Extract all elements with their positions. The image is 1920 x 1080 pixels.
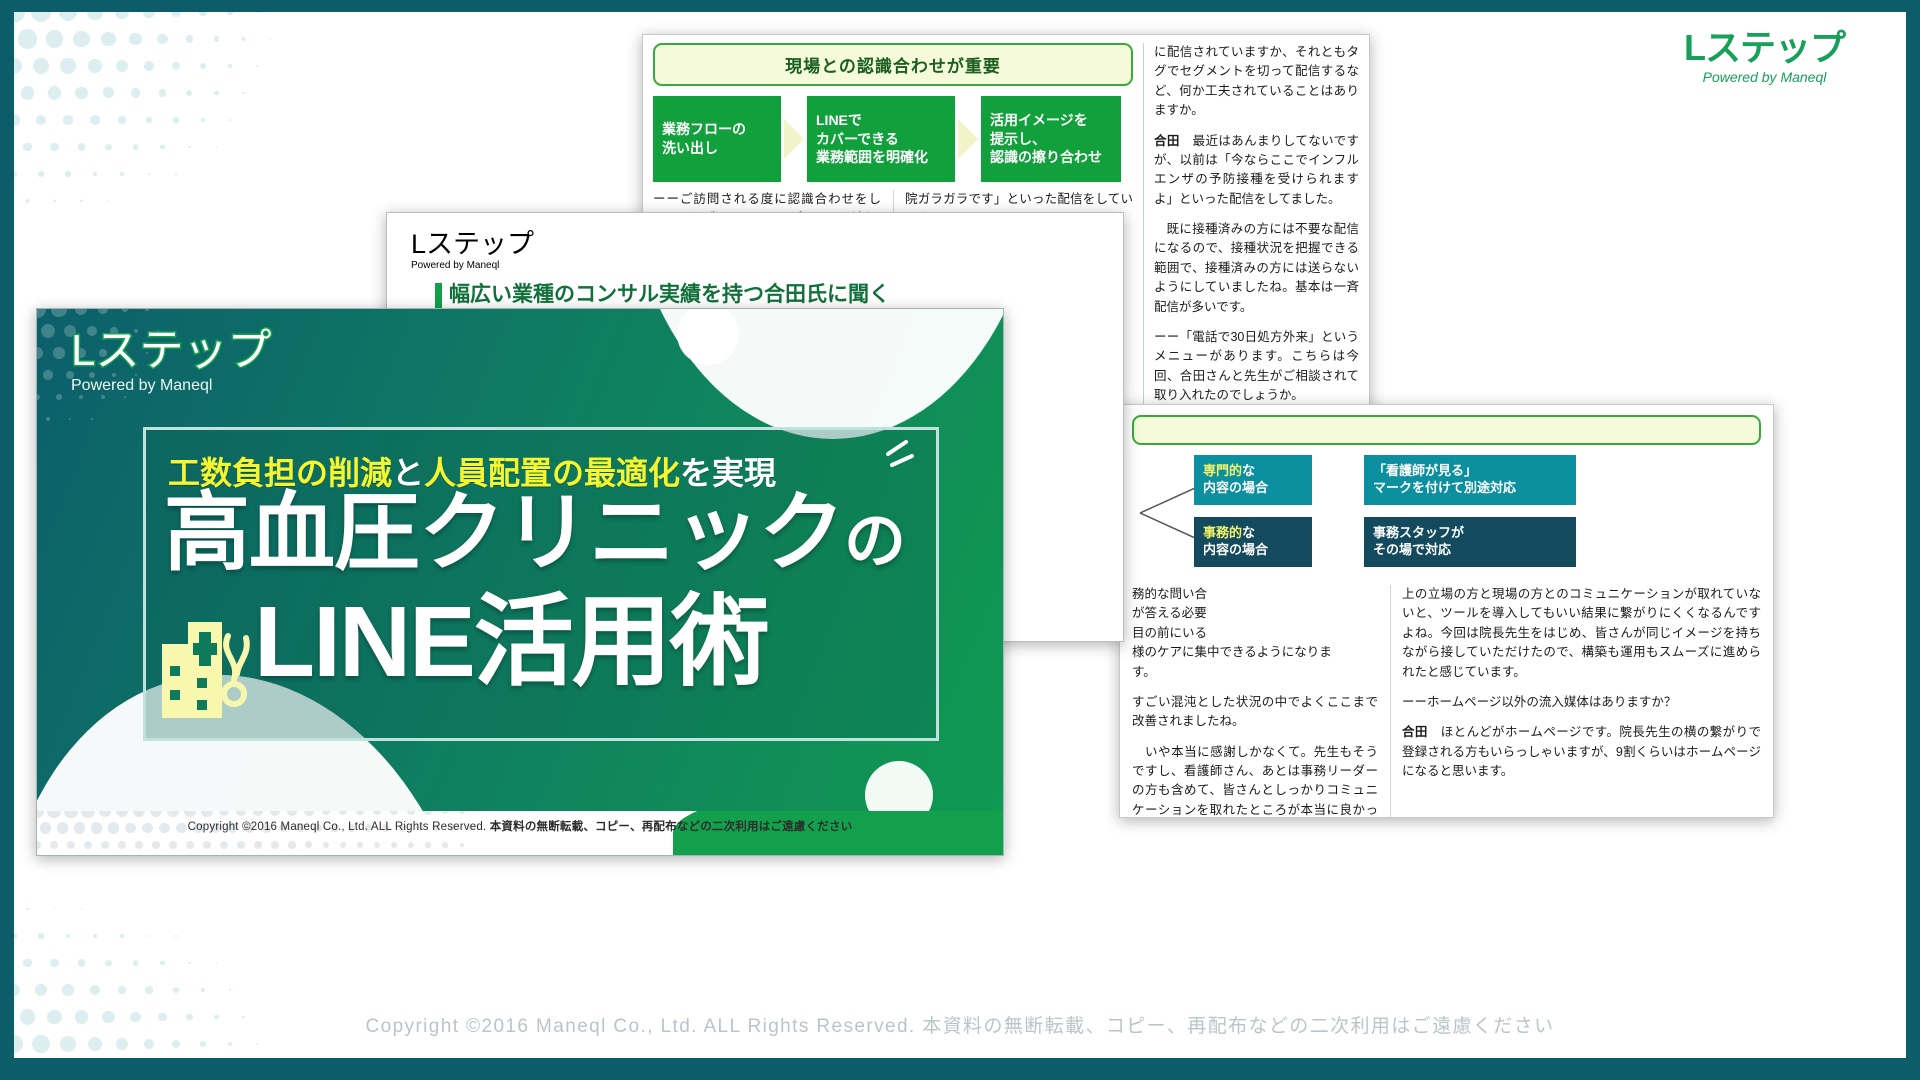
deck-title-line-1: 幅広い業種のコンサル実績を持つ合田氏に聞く xyxy=(449,283,890,306)
flow-step-2-line-2: カバーできる xyxy=(816,130,899,147)
article-top-col-3-para-4: ーー「電話で30日処方外来」というメニューがあります。こちらは今回、合田さんと先… xyxy=(1154,329,1359,402)
hero-lstep-logo: Lステップ Powered by Maneql xyxy=(69,326,272,395)
branch-box-c-line2: マークを付けて別途対応 xyxy=(1373,480,1517,495)
branch-box-b-rest: な xyxy=(1242,525,1256,541)
article-bottom-col-1-l7: いや本当に感謝しかなくて。先生もそうですし、看護師さん、あとは事務リーダーの方も… xyxy=(1132,744,1378,817)
hero-copyright-ja: 本資料の無断転載、コピー、再配布などの二次利用はご遠慮ください xyxy=(489,821,853,833)
section-band-title: 現場との認識合わせが重要 xyxy=(653,43,1133,86)
article-bottom-col-1-l4: 様のケアに集中できるようになりま xyxy=(1132,645,1332,660)
branch-box-b-highlight: 事務的 xyxy=(1203,525,1243,541)
flow-step-3-line-3: 認識の擦り合わせ xyxy=(990,149,1102,166)
branch-box-a-highlight: 専門的 xyxy=(1203,463,1243,479)
hero-subtitle-part-c: 人員配置の最適化 xyxy=(424,455,681,491)
page-canvas: Lステップ Powered by Maneql 現場との認識合わせが重要 業務フ… xyxy=(14,12,1906,1058)
flow-step-3: 活用イメージを 提示し、 認識の擦り合わせ xyxy=(981,96,1121,182)
branch-box-a-rest: な xyxy=(1242,463,1256,479)
article-top-col-3-para-3: 既に接種済みの方には不要な配信になるので、接種状況を把握できる範囲で、接種済みの… xyxy=(1154,222,1359,314)
flow-step-3-line-2: 提示し、 xyxy=(990,130,1046,147)
hero-subtitle-part-a: 工数負担の削減 xyxy=(168,455,393,491)
page-copyright: Copyright ©2016 Maneql Co., Ltd. ALL Rig… xyxy=(14,1011,1906,1038)
hero-circle-top xyxy=(677,309,739,365)
hero-footer-green-curve xyxy=(673,811,1003,855)
branch-box-d-line1: 事務スタッフが xyxy=(1373,525,1465,541)
article-bottom-col-2-p3-text: ほとんどがホームページです。院長先生の横の繋がりで登録される方もいらっしゃいます… xyxy=(1402,725,1761,778)
article-page-bottom-inner: 専門的な 内容の場合 事務的な 内容の場合 「看護師が見る」 マークを付けて別途… xyxy=(1120,405,1773,817)
branch-box-nurse-action: 「看護師が見る」 マークを付けて別途対応 xyxy=(1364,455,1576,505)
article-top-col-3-para-2: 合田 最近はあんまりしてないですが、以前は「今ならここでインフルエンザの予防接種… xyxy=(1154,132,1359,210)
section-band-placeholder xyxy=(1132,415,1761,445)
branch-box-specialist-condition: 専門的な 内容の場合 xyxy=(1194,455,1312,505)
article-page-bottom[interactable]: 専門的な 内容の場合 事務的な 内容の場合 「看護師が見る」 マークを付けて別途… xyxy=(1119,404,1774,818)
flow-step-3-line-1: 活用イメージを xyxy=(990,111,1088,128)
article-bottom-col-2: 上の立場の方と現場の方とのコミュニケーションが取れていないと、ツールを導入しても… xyxy=(1390,585,1761,817)
article-bottom-col-2-p2: ーーホームページ以外の流入媒体はありますか？ xyxy=(1402,694,1677,709)
flow-step-2-line-1: LINEで xyxy=(816,111,862,128)
speaker-label-goda-3: 合田 xyxy=(1402,725,1428,740)
stethoscope-icon xyxy=(223,633,250,683)
page-copyright-en: Copyright ©2016 Maneql Co., Ltd. ALL Rig… xyxy=(365,1016,923,1037)
hero-title-line-1-main: 高血圧クリニック xyxy=(164,485,845,581)
deck-logo-wordmark: Lステップ xyxy=(411,229,535,259)
article-bottom-col-1-l3: 目の前にいる xyxy=(1132,625,1208,640)
article-bottom-col-1-l6: すごい混沌とした状況の中でよくここまで改善されましたね。 xyxy=(1132,694,1378,729)
flow-arrow-icon-2 xyxy=(955,96,981,182)
flow-step-1: 業務フローの 洗い出し xyxy=(653,96,781,182)
branch-box-d-line2: その場で対応 xyxy=(1373,542,1452,557)
article-bottom-col-1-l1: 務的な問い合 xyxy=(1132,587,1208,601)
article-top-col-3-para-1: に配信されていますか、それともタグでセグメントを切って配信するなど、何か工夫され… xyxy=(1154,45,1359,118)
branch-box-a-line2: 内容の場合 xyxy=(1203,480,1269,495)
article-bottom-col-2-p3: 合田 ほとんどがホームページです。院長先生の横の繋がりで登録される方もいらっしゃ… xyxy=(1402,723,1761,781)
article-bottom-col-2-p1: 上の立場の方と現場の方とのコミュニケーションが取れていないと、ツールを導入しても… xyxy=(1402,587,1761,679)
hero-subtitle-part-d: を実現 xyxy=(680,455,777,491)
lstep-logo: Lステップ Powered by Maneql xyxy=(1684,30,1874,87)
article-top-left-region: 現場との認識合わせが重要 業務フローの 洗い出し LINEで xyxy=(653,43,1133,493)
lstep-logo-tagline: Powered by Maneql xyxy=(1702,69,1827,85)
hero-title-line-1: 高血圧クリニックの xyxy=(164,490,906,576)
hero-subtitle: 工数負担の削減と人員配置の最適化を実現 xyxy=(168,448,926,494)
branch-box-clerical-condition: 事務的な 内容の場合 xyxy=(1194,517,1312,567)
hospital-icon-svg xyxy=(162,622,250,718)
flow-step-1-line-1: 業務フローの xyxy=(662,121,746,138)
speaker-label-goda-1: 合田 xyxy=(1154,133,1180,148)
hero-subtitle-part-b: と xyxy=(392,455,425,491)
hero-title-line-2: LINE活用術 xyxy=(254,586,770,698)
hero-title-line-1-suffix: の xyxy=(844,507,906,576)
hospital-building-icon xyxy=(158,608,256,725)
branch-box-c-line1: 「看護師が見る」 xyxy=(1373,463,1478,479)
hero-footer-bar: Copyright ©2016 Maneql Co., Ltd. ALL Rig… xyxy=(37,811,1003,855)
hero-cover-slide[interactable]: Lステップ Powered by Maneql 工数負担の削減と人員配置の最適化… xyxy=(36,308,1004,856)
article-bottom-col-1-l2: が答える必要 xyxy=(1132,606,1207,621)
hero-sparkle-icon xyxy=(882,438,922,477)
halftone-dots-top-left xyxy=(14,12,344,282)
lstep-logo-wordmark: Lステップ xyxy=(1684,27,1846,68)
page-copyright-ja: 本資料の無断転載、コピー、再配布などの二次利用はご遠慮ください xyxy=(922,1016,1555,1037)
process-flow-diagram: 業務フローの 洗い出し LINEで カバーできる 業務範囲を明確化 xyxy=(653,96,1133,182)
flow-arrow-icon-1 xyxy=(781,96,807,182)
hero-logo-tagline: Powered by Maneql xyxy=(71,377,213,394)
article-bottom-col-1: 務的な問い合 が答える必要 目の前にいる 様のケアに集中できるようになりま す。… xyxy=(1132,585,1378,817)
flow-step-1-line-2: 洗い出し xyxy=(662,140,718,156)
article-bottom-col-1-l5: す。 xyxy=(1132,664,1156,679)
branch-box-b-line2: 内容の場合 xyxy=(1203,542,1269,557)
flow-step-2: LINEで カバーできる 業務範囲を明確化 xyxy=(807,96,955,182)
deck-logo-tagline: Powered by Maneql xyxy=(411,260,500,271)
hero-copyright-en: Copyright ©2016 Maneql Co., Ltd. ALL Rig… xyxy=(187,821,490,833)
deck-lstep-logo: Lステップ Powered by Maneql xyxy=(411,231,534,273)
flow-step-2-line-3: 業務範囲を明確化 xyxy=(816,149,928,166)
hero-logo-wordmark: Lステップ xyxy=(69,326,272,375)
branching-decision-diagram: 専門的な 内容の場合 事務的な 内容の場合 「看護師が見る」 マークを付けて別途… xyxy=(1132,453,1761,573)
hero-title-frame: 工数負担の削減と人員配置の最適化を実現 高血圧クリニックの xyxy=(143,427,939,741)
hero-copyright: Copyright ©2016 Maneql Co., Ltd. ALL Rig… xyxy=(37,818,1003,834)
article-top-col-3-para-2-text: 最近はあんまりしてないですが、以前は「今ならここでインフルエンザの予防接種を受け… xyxy=(1154,133,1359,206)
branch-box-staff-action: 事務スタッフが その場で対応 xyxy=(1364,517,1576,567)
hero-sparkle-svg xyxy=(886,440,914,467)
